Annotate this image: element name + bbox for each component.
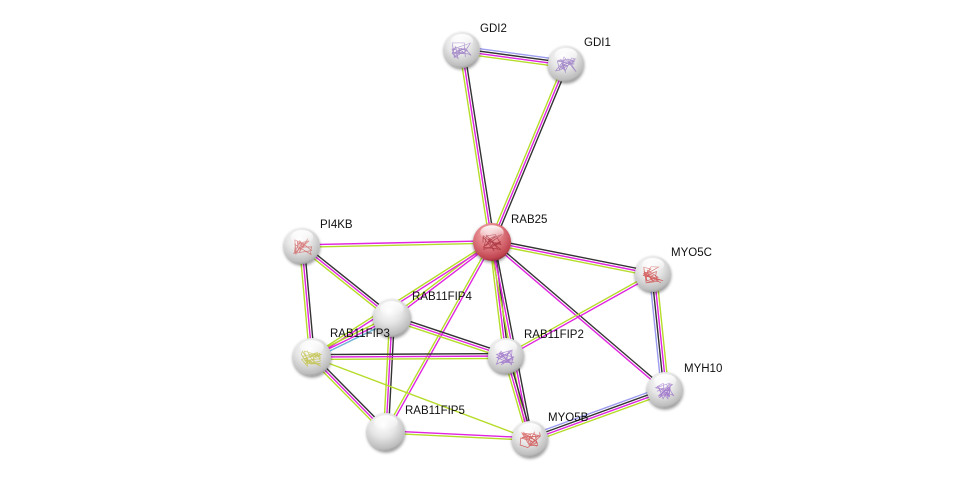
edge-rab25-myo5c[interactable]	[491, 238, 654, 278]
edge-channel-textmining	[655, 273, 670, 390]
node-gloss	[641, 258, 665, 272]
node-rab11fip2[interactable]: RAB11FIP2	[488, 329, 584, 374]
edge-channel-textmining	[530, 392, 667, 444]
edge-channel-coexpression	[651, 274, 665, 391]
edge-channel-experiments	[491, 241, 654, 275]
edge-rab11fip4-rab11fip2[interactable]	[391, 315, 507, 359]
node-myh10[interactable]: MYH10	[647, 363, 722, 408]
edge-channel-textmining	[505, 272, 653, 356]
node-gloss	[290, 230, 314, 244]
edge-channel-experiments	[461, 49, 493, 243]
protein-structure-icon	[554, 56, 577, 73]
edge-channel-textmining	[489, 62, 565, 242]
edge-rab11fip3-rab11fip2[interactable]	[311, 352, 507, 361]
node-rab11fip5[interactable]: RAB11FIP5	[367, 405, 465, 451]
node-gdi2[interactable]: GDI2	[444, 23, 507, 68]
edge-channel-experiments	[391, 317, 507, 357]
edges-layer	[298, 45, 670, 444]
node-gloss	[300, 340, 324, 355]
edge-channel-textmining	[300, 247, 391, 321]
protein-structure-icon	[519, 431, 541, 448]
edge-channel-experiments	[392, 242, 494, 320]
node-gloss	[374, 415, 398, 430]
edge-channel-experiments	[386, 430, 531, 439]
node-label: MYH10	[684, 363, 722, 375]
edge-channel-coexpression	[492, 240, 667, 390]
edge-channel-textmining	[385, 432, 530, 441]
edge-channel-coexpression	[529, 388, 665, 439]
node-gdi1[interactable]: GDI1	[548, 37, 611, 82]
edge-channel-experiments	[386, 242, 494, 433]
edge-channel-experiments	[301, 245, 393, 319]
node-gloss	[480, 225, 504, 240]
edge-rab25-rab11fip5[interactable]	[384, 241, 494, 433]
node-label: RAB11FIP5	[405, 405, 465, 417]
edge-channel-coexpression	[387, 318, 396, 433]
node-myo5c[interactable]: MYO5C	[635, 247, 712, 292]
node-gloss	[380, 301, 404, 316]
edge-channel-textmining	[488, 242, 505, 357]
node-rab11fip4[interactable]: RAB11FIP4	[373, 291, 472, 337]
edge-channel-textmining	[391, 319, 506, 359]
edge-gdi1-rab25[interactable]	[489, 62, 569, 244]
edge-channel-homology	[528, 385, 665, 437]
protein-structure-icon	[451, 42, 472, 60]
node-myo5b[interactable]: MYO5B	[512, 412, 589, 457]
edge-myh10-myo5b[interactable]	[528, 385, 667, 444]
edge-channel-textmining	[382, 317, 391, 432]
edge-channel-coexpression	[493, 64, 569, 244]
edge-channel-coexpression	[493, 241, 510, 356]
node-gloss	[554, 48, 578, 62]
edge-channel-coexpression	[492, 238, 654, 273]
node-label: RAB11FIP3	[330, 328, 390, 340]
edge-channel-experiments	[385, 317, 393, 433]
node-gloss	[494, 340, 518, 354]
edge-gdi2-rab25[interactable]	[458, 49, 496, 243]
node-label: PI4KB	[320, 219, 353, 231]
node-label: RAB11FIP4	[412, 291, 472, 303]
edge-channel-experiments	[653, 273, 667, 390]
edge-channel-experiments	[530, 390, 666, 441]
node-label: GDI1	[584, 37, 611, 49]
edge-channel-experiments	[506, 274, 654, 358]
edge-pi4kb-rab11fip4[interactable]	[300, 243, 394, 321]
node-gloss	[653, 374, 677, 388]
edge-rab25-rab11fip2[interactable]	[488, 241, 510, 357]
node-label: MYO5B	[548, 412, 589, 424]
edge-channel-experiments	[491, 63, 567, 243]
edge-rab11fip4-rab11fip5[interactable]	[382, 317, 396, 433]
node-gloss	[450, 34, 474, 48]
edge-channel-experiments	[311, 355, 507, 358]
edge-rab11fip5-myo5b[interactable]	[385, 430, 531, 441]
node-gloss	[518, 423, 542, 437]
edge-myo5c-rab11fip2[interactable]	[505, 272, 654, 358]
edge-channel-coexpression	[303, 243, 394, 317]
node-pi4kb[interactable]: PI4KB	[284, 219, 353, 264]
edge-pi4kb-rab25[interactable]	[301, 240, 493, 248]
node-rab25[interactable]: RAB25	[473, 214, 547, 261]
edge-channel-experiments	[301, 240, 492, 246]
edge-channel-textmining	[312, 357, 507, 361]
node-label: RAB25	[511, 214, 547, 226]
node-label: RAB11FIP2	[524, 329, 584, 341]
edge-channel-textmining	[458, 50, 491, 243]
edge-channel-textmining	[311, 356, 531, 440]
edge-channel-coexpression	[463, 49, 496, 242]
node-rab11fip3[interactable]: RAB11FIP3	[293, 328, 390, 376]
protein-structure-icon	[642, 266, 664, 284]
edge-channel-textmining	[310, 240, 492, 357]
edge-channel-textmining	[491, 243, 653, 278]
edge-channel-coexpression	[392, 315, 507, 355]
edge-channel-textmining	[302, 242, 493, 248]
node-label: GDI2	[480, 23, 507, 35]
node-label: MYO5C	[671, 247, 712, 259]
edge-channel-experiments	[491, 241, 507, 357]
edge-channel-coexpression	[311, 352, 506, 356]
edge-rab11fip3-myo5b[interactable]	[311, 356, 531, 440]
edge-myo5c-myh10[interactable]	[648, 273, 670, 391]
edge-channel-homology	[648, 274, 663, 391]
